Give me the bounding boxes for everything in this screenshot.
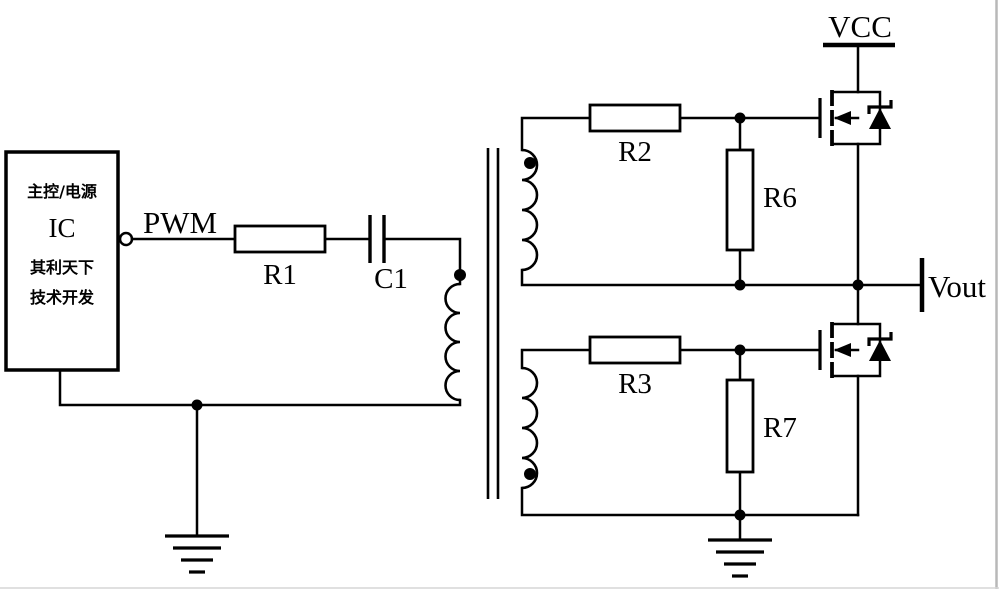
mosfet-bottom — [818, 283, 893, 517]
diode-bottom-cathode-bar — [867, 332, 893, 346]
r6-label: R6 — [763, 182, 797, 214]
r2-label: R2 — [618, 136, 652, 168]
vcc-node: VCC — [823, 9, 895, 48]
capacitor-c1: C1 — [368, 215, 408, 295]
mosfet-top-arrow — [834, 111, 851, 125]
junction-dot — [191, 399, 203, 411]
vout-node: Vout — [919, 258, 986, 312]
resistor-r7: R7 — [725, 378, 797, 474]
wire-secondary-bottom-lead — [520, 348, 592, 370]
junction-dot — [852, 279, 864, 291]
junction-dot — [734, 509, 746, 521]
r2-body — [588, 103, 682, 133]
r3-body — [588, 335, 682, 365]
polarity-dot-primary — [454, 269, 466, 281]
r1-label: R1 — [263, 259, 297, 291]
wire-secondary-top-lead — [520, 116, 592, 152]
mosfet-bottom-arrow — [834, 343, 851, 357]
polarity-dot-secondary-bottom — [524, 468, 536, 480]
mosfet-bottom-drain-lead — [830, 283, 860, 326]
resistor-r1: R1 — [233, 224, 327, 291]
polarity-dot-secondary-top — [524, 157, 536, 169]
wire-primary-return — [58, 368, 462, 407]
mosfet-bottom-source-lead — [830, 374, 860, 517]
diode-top-triangle — [869, 108, 891, 129]
wire-bottom-rail — [520, 486, 860, 517]
r3-label: R3 — [618, 368, 652, 400]
pwm-terminal — [118, 231, 134, 247]
c1-label: C1 — [374, 263, 408, 295]
junction-dot — [734, 112, 746, 124]
ic-label-line2: IC — [49, 213, 76, 243]
ground-symbol-left — [165, 534, 229, 574]
junction-dots — [191, 112, 864, 521]
ic-block: 主控/电源 IC 其利天下 技术开发 — [4, 150, 120, 372]
r7-label: R7 — [763, 412, 797, 444]
r1-body — [233, 224, 327, 254]
resistor-r2: R2 — [588, 103, 682, 168]
secondary-winding-bottom — [521, 366, 539, 490]
ic-label-line4: 技术开发 — [30, 288, 95, 307]
junction-dot — [734, 279, 746, 291]
mosfet-top-drain-lead — [830, 43, 860, 94]
ic-label-line1: 主控/电源 — [27, 182, 97, 201]
resistor-r3: R3 — [588, 335, 682, 400]
body-diode-bottom — [856, 322, 893, 378]
mosfet-top — [818, 43, 893, 287]
diode-top-cathode-bar — [867, 100, 893, 114]
secondary-winding-top — [521, 148, 539, 272]
junction-dot — [734, 344, 746, 356]
r6-body — [725, 148, 755, 252]
mosfet-top-source-lead — [830, 142, 860, 287]
resistor-r6: R6 — [725, 148, 797, 252]
r7-body — [725, 378, 755, 474]
diode-bottom-triangle — [869, 340, 891, 361]
pwm-label: PWM — [143, 205, 217, 240]
ground-symbol-right — [708, 538, 772, 578]
vcc-label: VCC — [828, 9, 892, 44]
gate-drive-transformer — [444, 148, 539, 499]
vout-label: Vout — [928, 269, 986, 304]
primary-winding — [444, 282, 461, 402]
wire-top-rail-vout — [520, 268, 924, 287]
ic-box — [4, 150, 120, 372]
body-diode-top — [856, 90, 893, 146]
ic-label-line3: 其利天下 — [30, 258, 94, 277]
